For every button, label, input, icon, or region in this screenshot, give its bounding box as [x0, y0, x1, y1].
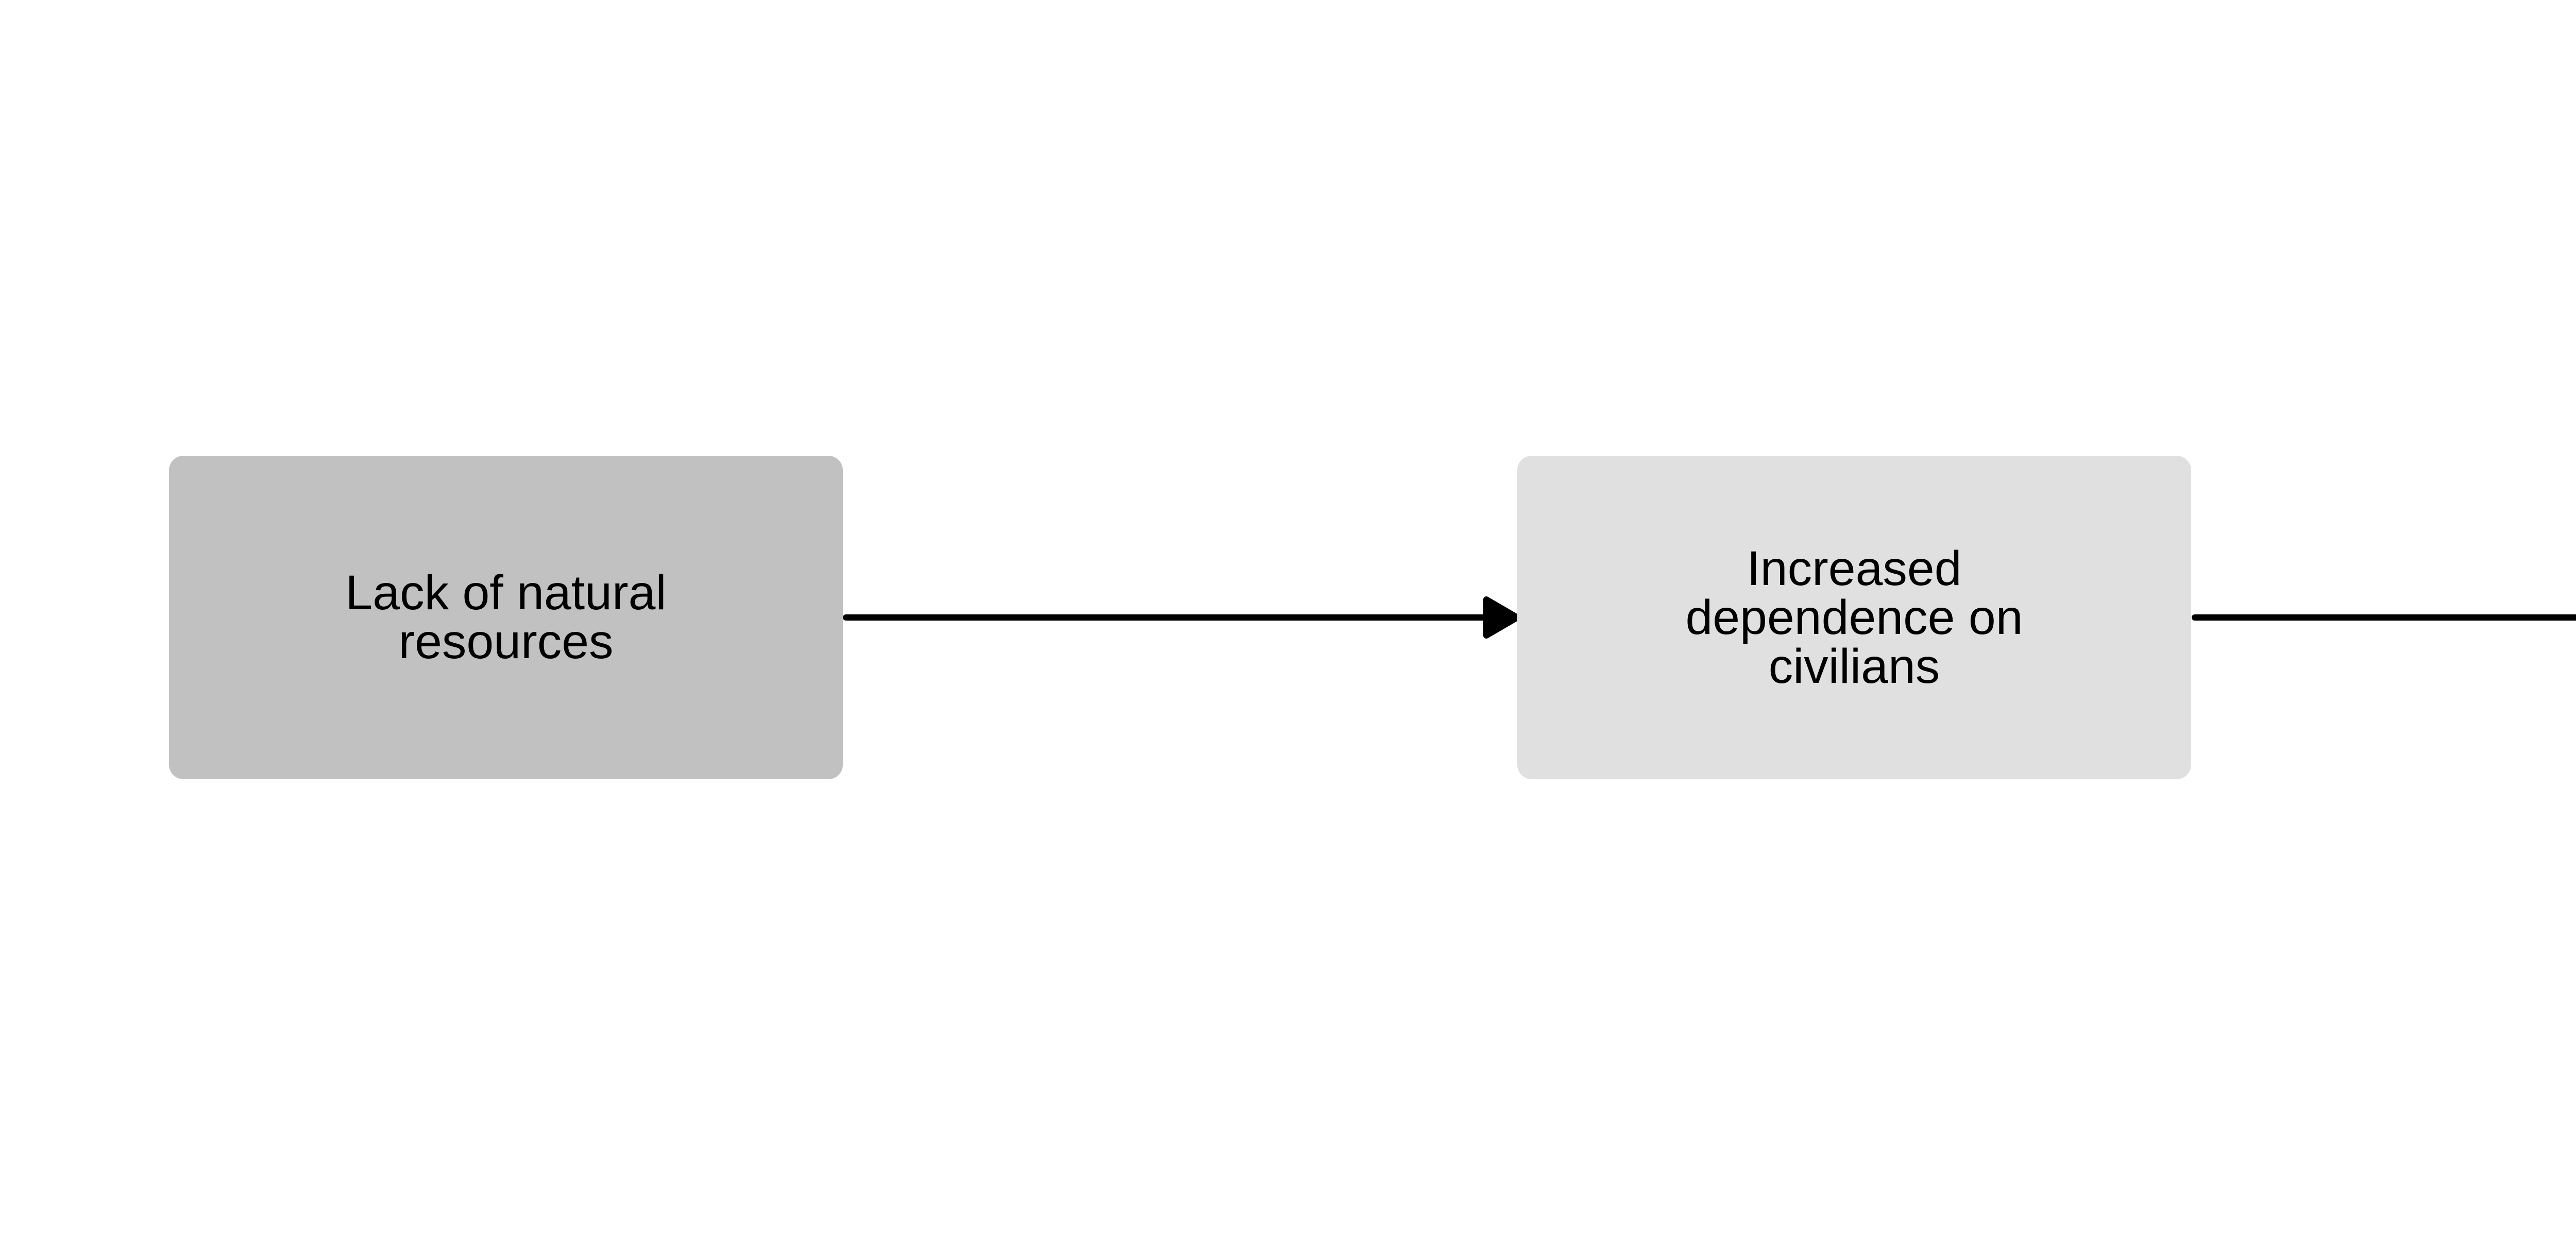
- arrow-dependence-to-governance: [2192, 614, 2576, 621]
- node-increased-dependence-on-civilians: Increased dependence on civilians: [1517, 456, 2191, 779]
- node-label: Increased dependence on civilians: [1685, 541, 2023, 694]
- arrow-lack-to-dependence: [843, 596, 1520, 639]
- node-label: Lack of natural resources: [345, 565, 667, 669]
- node-lack-of-natural-resources: Lack of natural resources: [169, 456, 843, 779]
- arrowhead-icon: [1483, 596, 1520, 639]
